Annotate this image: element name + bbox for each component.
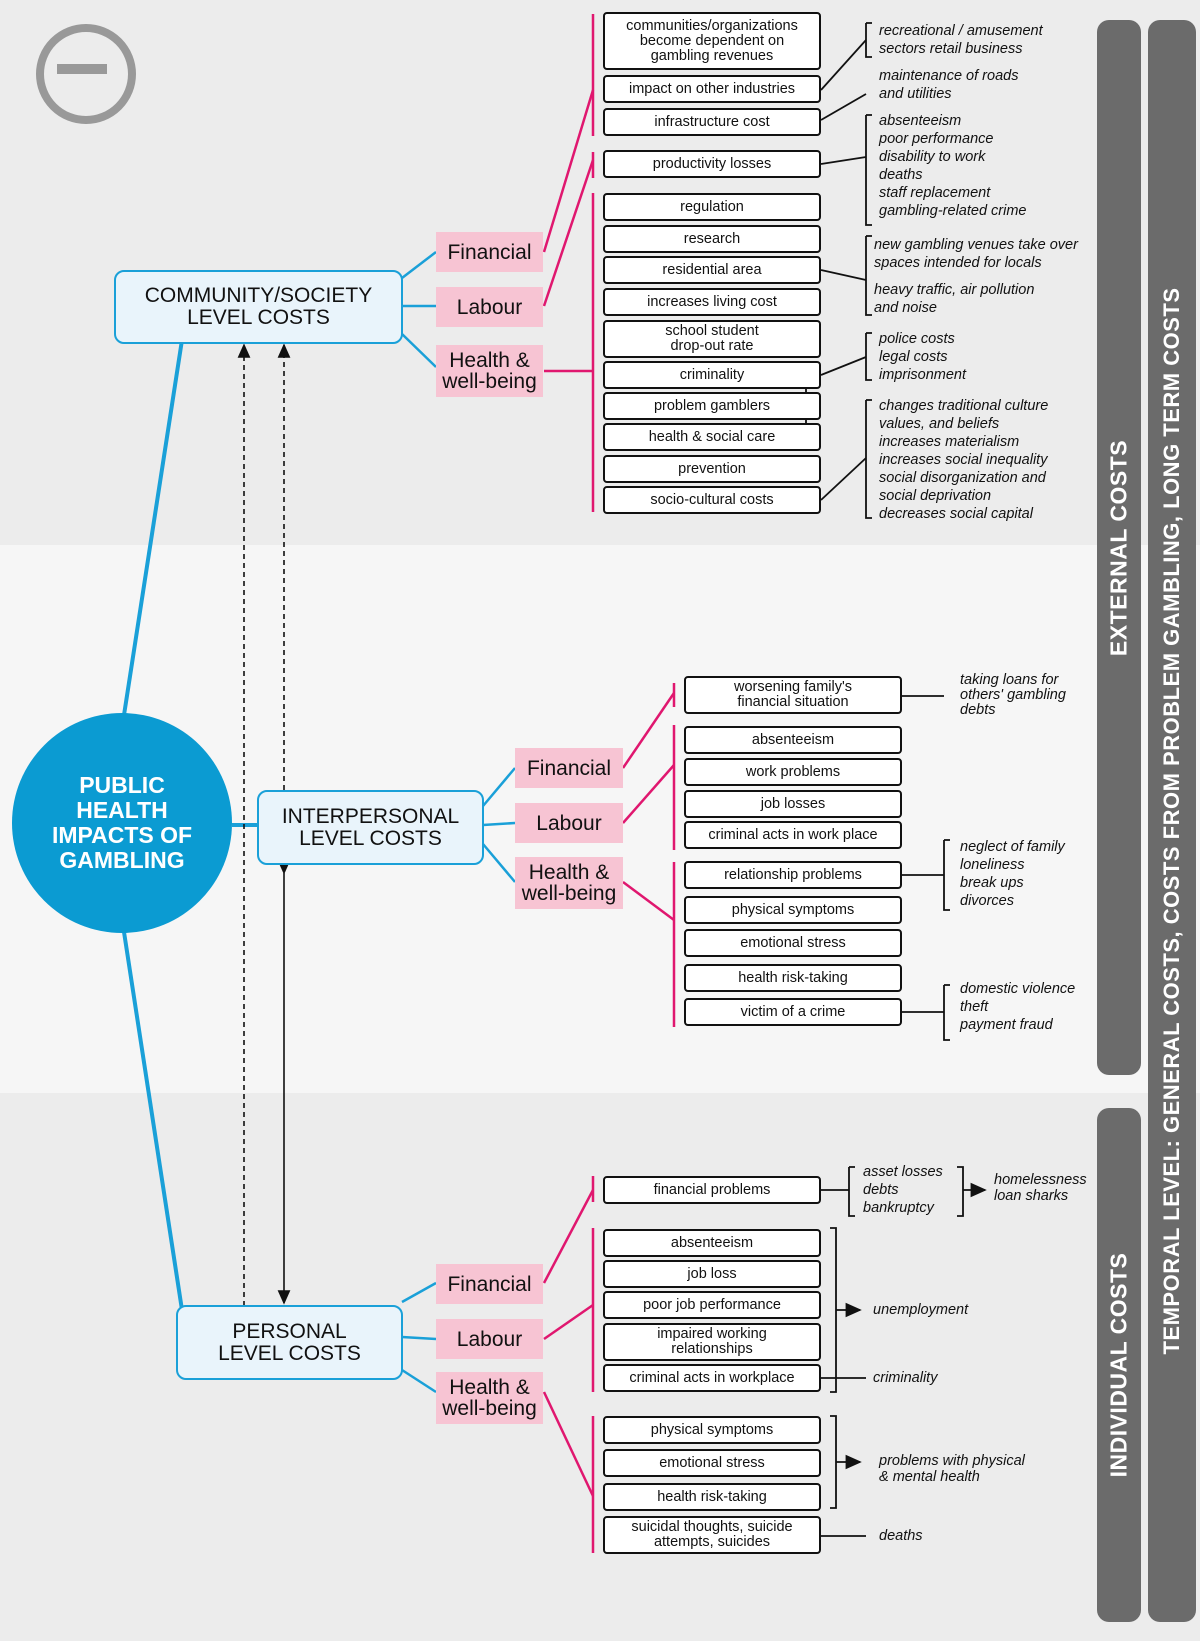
community-item: health & social care: [603, 423, 821, 451]
center-circle: PUBLIC HEALTH IMPACTS OF GAMBLING: [12, 713, 232, 933]
community-item: prevention: [603, 455, 821, 483]
interpersonal-health: Health & well-being: [515, 857, 623, 909]
individual-costs-label: INDIVIDUAL COSTS: [1105, 1252, 1132, 1478]
personal-item: financial problems: [603, 1176, 821, 1204]
community-financial: Financial: [436, 232, 543, 272]
interpersonal-note: domestic violence theft payment fraud: [960, 981, 1076, 1033]
minus-circle-icon: [36, 24, 136, 124]
community-note: changes traditional culture values, and …: [879, 398, 1049, 522]
personal-item: physical symptoms: [603, 1416, 821, 1444]
individual-costs-bar: [1097, 1108, 1141, 1622]
interpersonal-item: victim of a crime: [684, 998, 902, 1026]
community-note: recreational / amusement sectors retail …: [879, 23, 1043, 57]
personal-labour: Labour: [436, 1319, 543, 1359]
interpersonal-item: physical symptoms: [684, 896, 902, 924]
personal-item: absenteeism: [603, 1229, 821, 1257]
community-item: productivity losses: [603, 150, 821, 178]
interpersonal-financial: Financial: [515, 748, 623, 788]
interpersonal-item: health risk-taking: [684, 964, 902, 992]
interpersonal-item: absenteeism: [684, 726, 902, 754]
community-health: Health & well-being: [436, 345, 543, 397]
personal-note: criminality: [873, 1370, 938, 1386]
community-note: heavy traffic, air pollution and noise: [874, 282, 1035, 316]
personal-note: unemployment: [873, 1302, 969, 1318]
interpersonal-item: work problems: [684, 758, 902, 786]
personal-item: job loss: [603, 1260, 821, 1288]
personal-note: asset losses debts bankruptcy: [863, 1164, 943, 1216]
external-costs-label: EXTERNAL COSTS: [1105, 439, 1132, 657]
community-item: criminality: [603, 361, 821, 389]
interpersonal-note: neglect of family loneliness break ups d…: [960, 839, 1065, 909]
interpersonal-item: emotional stress: [684, 929, 902, 957]
personal-note: deaths: [879, 1528, 923, 1544]
interpersonal-item: relationship problems: [684, 861, 902, 889]
personal-health: Health & well-being: [436, 1372, 543, 1424]
personal-item: criminal acts in workplace: [603, 1364, 821, 1392]
external-costs-bar: [1097, 20, 1141, 1075]
community-note: police costs legal costs imprisonment: [879, 331, 967, 383]
community-level: COMMUNITY/SOCIETY LEVEL COSTS: [114, 270, 403, 344]
interpersonal-note: taking loans for others' gambling debts: [960, 672, 1066, 718]
community-item: increases living cost: [603, 288, 821, 316]
community-item: infrastructure cost: [603, 108, 821, 136]
personal-item: emotional stress: [603, 1449, 821, 1477]
personal-note: problems with physical & mental health: [879, 1453, 1025, 1485]
community-item: impact on other industries: [603, 75, 821, 103]
temporal-level-label: TEMPORAL LEVEL: GENERAL COSTS, COSTS FRO…: [1159, 287, 1184, 1355]
personal-item: poor job performance: [603, 1291, 821, 1319]
interpersonal-item: job losses: [684, 790, 902, 818]
community-item: communities/organizations become depende…: [603, 12, 821, 70]
community-item: regulation: [603, 193, 821, 221]
minus-bar-icon: [57, 64, 107, 74]
interpersonal-labour: Labour: [515, 803, 623, 843]
community-note: maintenance of roads and utilities: [879, 68, 1019, 102]
community-labour: Labour: [436, 287, 543, 327]
community-note: new gambling venues take over spaces int…: [874, 237, 1078, 271]
community-item: problem gamblers: [603, 392, 821, 420]
personal-item: suicidal thoughts, suicide attempts, sui…: [603, 1516, 821, 1554]
personal-financial: Financial: [436, 1264, 543, 1304]
community-item: school student drop-out rate: [603, 320, 821, 358]
interpersonal-item: criminal acts in work place: [684, 821, 902, 849]
personal-note: homelessness loan sharks: [994, 1172, 1087, 1204]
community-item: residential area: [603, 256, 821, 284]
interpersonal-item: worsening family's financial situation: [684, 676, 902, 714]
personal-item: impaired working relationships: [603, 1323, 821, 1361]
interpersonal-level: INTERPERSONAL LEVEL COSTS: [257, 790, 484, 865]
community-item: research: [603, 225, 821, 253]
personal-level: PERSONAL LEVEL COSTS: [176, 1305, 403, 1380]
temporal-level-bar: [1148, 20, 1196, 1622]
community-item: socio-cultural costs: [603, 486, 821, 514]
community-note: absenteeism poor performance disability …: [879, 113, 1027, 219]
personal-item: health risk-taking: [603, 1483, 821, 1511]
